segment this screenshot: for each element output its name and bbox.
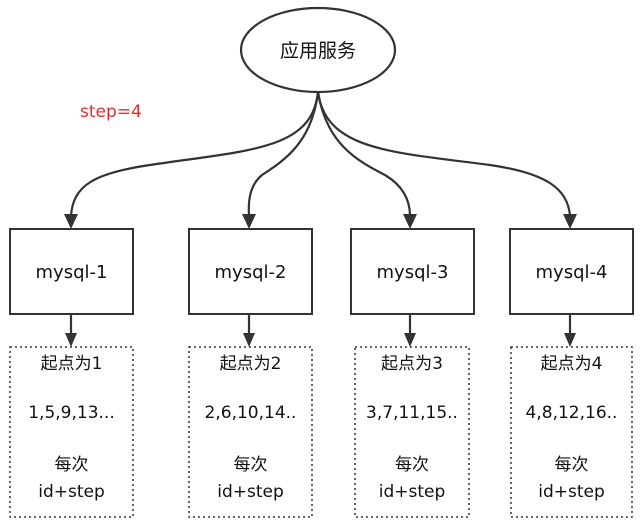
db-label-mysql-1: mysql-1 (36, 262, 108, 283)
connector-mysql-3 (316, 91, 412, 217)
note-sequence-mysql-3: 3,7,11,15.. (366, 403, 458, 423)
db-label-mysql-4: mysql-4 (536, 262, 608, 283)
note-rule2-mysql-1: id+step (38, 482, 105, 502)
service-connectors (64, 91, 577, 229)
db-node-mysql-4: mysql-4 起点为4 4,8,12,16.. 每次 id+step (509, 228, 634, 518)
note-rule1-mysql-4: 每次 (555, 455, 589, 475)
arrowhead-mysql-4 (563, 214, 577, 229)
note-rule1-mysql-2: 每次 (234, 455, 268, 475)
note-start-mysql-1: 起点为1 (41, 354, 103, 374)
service-label: 应用服务 (280, 40, 356, 62)
db-node-mysql-1: mysql-1 起点为1 1,5,9,13... 每次 id+step (9, 228, 134, 518)
note-sequence-mysql-2: 2,6,10,14.. (205, 403, 297, 423)
db-box-mysql-2 (188, 228, 313, 315)
db-box-mysql-3 (350, 228, 475, 315)
note-arrowhead-mysql-2 (243, 333, 255, 347)
connector-mysql-4 (316, 91, 572, 217)
db-label-mysql-2: mysql-2 (215, 262, 287, 283)
note-sequence-mysql-1: 1,5,9,13... (28, 403, 115, 423)
step-label: step=4 (80, 102, 142, 122)
note-rule1-mysql-3: 每次 (395, 455, 429, 475)
note-start-mysql-2: 起点为2 (220, 354, 282, 374)
note-sequence-mysql-4: 4,8,12,16.. (526, 403, 618, 423)
arrowhead-mysql-1 (64, 214, 78, 229)
note-rule2-mysql-4: id+step (538, 482, 605, 502)
note-rule2-mysql-3: id+step (379, 482, 446, 502)
connector-mysql-1 (69, 91, 320, 217)
db-node-mysql-3: mysql-3 起点为3 3,7,11,15.. 每次 id+step (350, 228, 475, 518)
db-box-mysql-4 (509, 228, 634, 315)
db-label-mysql-3: mysql-3 (377, 262, 449, 283)
db-node-mysql-2: mysql-2 起点为2 2,6,10,14.. 每次 id+step (188, 228, 313, 518)
arrowhead-mysql-3 (403, 214, 417, 229)
note-box-mysql-4 (510, 346, 633, 518)
service-node: 应用服务 (239, 6, 397, 94)
note-arrowhead-mysql-3 (404, 333, 416, 347)
note-arrowhead-mysql-4 (564, 333, 576, 347)
note-box-mysql-1 (9, 346, 134, 518)
note-box-mysql-2 (188, 346, 313, 518)
note-rule2-mysql-2: id+step (217, 482, 284, 502)
arrowhead-mysql-2 (242, 214, 256, 229)
note-start-mysql-3: 起点为3 (381, 354, 443, 374)
connector-mysql-2 (247, 91, 320, 217)
note-start-mysql-4: 起点为4 (541, 354, 603, 374)
note-box-mysql-3 (354, 346, 470, 518)
note-rule1-mysql-1: 每次 (55, 455, 89, 475)
note-arrowhead-mysql-1 (65, 333, 77, 347)
db-box-mysql-1 (9, 228, 134, 315)
